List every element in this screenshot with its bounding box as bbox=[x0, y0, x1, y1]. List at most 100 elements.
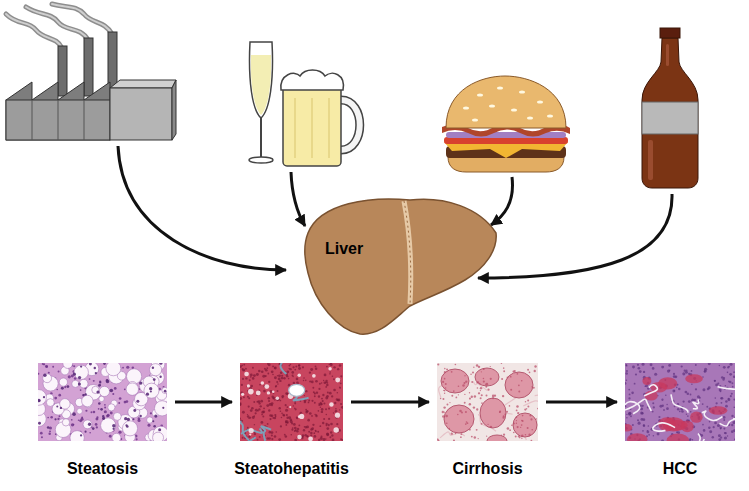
tissue-streak bbox=[644, 385, 657, 396]
tissue-dot bbox=[731, 424, 733, 426]
tissue-dot bbox=[298, 364, 300, 366]
tissue-dot bbox=[518, 384, 520, 386]
beer-foam bbox=[281, 70, 344, 90]
tissue-dot bbox=[249, 433, 251, 435]
tissue-dot bbox=[266, 367, 268, 369]
tissue-dot bbox=[330, 423, 333, 426]
histology-texture bbox=[437, 363, 538, 441]
tissue-dot bbox=[653, 406, 655, 408]
tissue-dot bbox=[516, 416, 518, 418]
tissue-dot bbox=[102, 417, 105, 420]
tissue-dot bbox=[313, 432, 315, 434]
tissue-dot bbox=[336, 423, 338, 425]
flute-stem bbox=[260, 118, 262, 158]
tissue-dot bbox=[469, 429, 471, 431]
regenerative-nodule bbox=[480, 398, 506, 428]
tissue-dot bbox=[315, 368, 317, 370]
tissue-dot bbox=[315, 415, 317, 417]
tissue-dot bbox=[502, 395, 504, 397]
tissue-dot bbox=[295, 366, 297, 368]
tissue-dot bbox=[297, 435, 302, 440]
tissue-dot bbox=[668, 364, 671, 367]
tissue-dot bbox=[112, 424, 116, 428]
tissue-dot bbox=[95, 372, 97, 374]
tissue-dot bbox=[73, 373, 76, 376]
tissue-dot bbox=[483, 381, 485, 383]
tissue-dot bbox=[642, 418, 645, 421]
tissue-dot bbox=[679, 411, 681, 413]
stage-label: HCC bbox=[623, 459, 737, 479]
tissue-dot bbox=[453, 439, 455, 441]
tissue-dot bbox=[298, 415, 301, 418]
tissue-dot bbox=[248, 417, 250, 419]
tissue-dot bbox=[453, 390, 455, 392]
tissue-dot bbox=[305, 380, 307, 382]
tissue-dot bbox=[164, 390, 167, 393]
tissue-dot bbox=[303, 377, 305, 379]
tissue-dot bbox=[536, 418, 537, 419]
tissue-dot bbox=[85, 410, 87, 412]
tissue-dot bbox=[661, 399, 663, 401]
tissue-dot bbox=[106, 380, 109, 383]
tissue-dot bbox=[525, 434, 527, 436]
tissue-dot bbox=[89, 432, 91, 434]
tissue-dot bbox=[95, 423, 98, 426]
tissue-dot bbox=[309, 412, 312, 415]
tissue-dot bbox=[464, 375, 465, 376]
tissue-dot bbox=[265, 369, 268, 372]
tissue-dot bbox=[281, 413, 283, 415]
tissue-dot bbox=[731, 415, 733, 417]
tissue-dot bbox=[471, 436, 473, 438]
smoke bbox=[6, 4, 112, 48]
regenerative-nodule bbox=[513, 413, 537, 437]
tissue-dot bbox=[310, 434, 312, 436]
tissue-dot bbox=[692, 439, 693, 440]
tumour-patch bbox=[685, 374, 703, 383]
tissue-dot bbox=[158, 428, 161, 431]
tissue-dot bbox=[714, 380, 716, 382]
tissue-dot bbox=[126, 400, 129, 403]
tissue-dot bbox=[56, 389, 58, 391]
tomato bbox=[444, 137, 568, 144]
tissue-dot bbox=[286, 406, 288, 408]
tissue-dot bbox=[329, 373, 331, 375]
tissue-dot bbox=[150, 412, 152, 414]
tissue-dot bbox=[257, 439, 259, 441]
tissue-dot bbox=[272, 365, 274, 367]
tissue-dot bbox=[444, 378, 446, 380]
tissue-dot bbox=[241, 364, 243, 366]
tissue-dot bbox=[281, 417, 283, 419]
tissue-dot bbox=[285, 435, 288, 438]
tissue-dot bbox=[702, 424, 704, 426]
tissue-dot bbox=[254, 433, 256, 435]
tissue-dot bbox=[487, 389, 489, 391]
tissue-dot bbox=[48, 433, 50, 435]
tissue-dot bbox=[279, 407, 281, 409]
tissue-dot bbox=[474, 436, 476, 438]
tissue-dot bbox=[661, 439, 664, 441]
tissue-dot bbox=[337, 368, 339, 370]
tissue-dot bbox=[724, 432, 726, 434]
tissue-dot bbox=[442, 411, 444, 413]
tissue-dot bbox=[721, 402, 723, 404]
tissue-dot bbox=[317, 431, 319, 433]
tissue-dot bbox=[481, 402, 483, 404]
tissue-dot bbox=[280, 372, 283, 375]
tissue-dot bbox=[321, 408, 324, 411]
tissue-dot bbox=[336, 398, 338, 400]
tissue-dot bbox=[311, 400, 313, 402]
tissue-dot bbox=[528, 434, 530, 436]
tissue-dot bbox=[244, 372, 249, 377]
tissue-dot bbox=[513, 432, 515, 434]
tissue-dot bbox=[522, 415, 524, 417]
tissue-dot bbox=[294, 369, 296, 371]
tissue-dot bbox=[298, 367, 301, 370]
tissue-dot bbox=[340, 387, 341, 388]
tissue-dot bbox=[153, 378, 156, 381]
tissue-dot bbox=[501, 435, 502, 436]
tissue-dot bbox=[638, 422, 641, 425]
tissue-dot bbox=[686, 393, 689, 396]
tissue-dot bbox=[462, 384, 465, 387]
bottle-label bbox=[642, 102, 698, 134]
tissue-dot bbox=[730, 395, 732, 397]
